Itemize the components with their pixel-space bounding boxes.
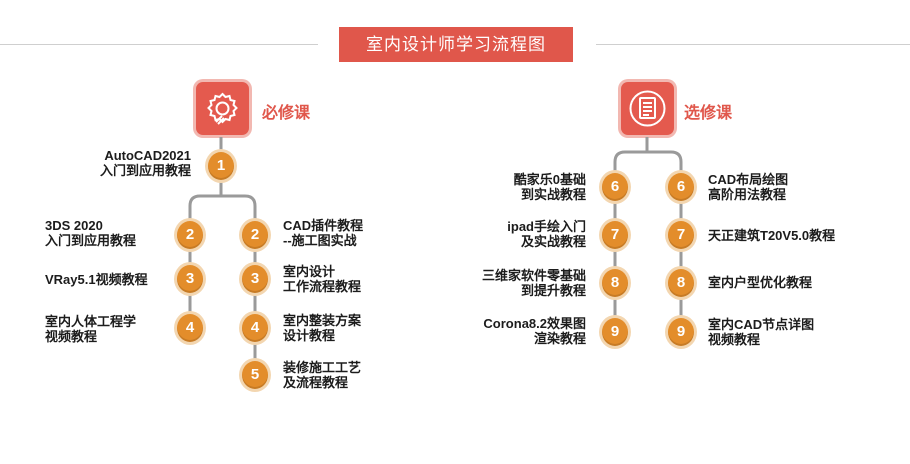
step-node[interactable]: 3 — [242, 265, 268, 293]
step-label-line: VRay5.1视频教程 — [45, 272, 148, 287]
step-label-line: CAD插件教程 — [283, 218, 364, 233]
page-title: 室内设计师学习流程图 — [339, 27, 573, 62]
step-node[interactable]: 9 — [602, 318, 628, 346]
step-label-line: 装修施工工艺 — [283, 360, 362, 375]
step-label[interactable]: VRay5.1视频教程 — [45, 272, 148, 287]
step-label-line: 入门到应用教程 — [45, 233, 137, 248]
step-label-line: 视频教程 — [708, 332, 761, 347]
step-node[interactable]: 2 — [242, 221, 268, 249]
step-label[interactable]: CAD布局绘图 高阶用法教程 — [708, 172, 788, 202]
category-required-label: 必修课 — [262, 105, 311, 122]
step-label[interactable]: ipad手绘入门 及实战教程 — [460, 219, 586, 249]
step-node[interactable]: 5 — [242, 361, 268, 389]
step-label[interactable]: 室内CAD节点详图 视频教程 — [708, 317, 814, 347]
step-label-line: 室内设计 — [283, 264, 336, 279]
step-label[interactable]: 3DS 2020 入门到应用教程 — [45, 218, 136, 248]
step-label[interactable]: 室内人体工程学 视频教程 — [45, 314, 136, 344]
step-label-line: 到实战教程 — [520, 187, 586, 202]
step-label-line: 三维家软件零基础 — [481, 268, 586, 283]
step-label-line: 入门到应用教程 — [99, 163, 191, 178]
step-node[interactable]: 7 — [602, 221, 628, 249]
step-node[interactable]: 6 — [668, 173, 694, 201]
step-node[interactable]: 1 — [208, 152, 234, 180]
step-label[interactable]: CAD插件教程 --施工图实战 — [283, 218, 363, 248]
step-label-line: 室内户型优化教程 — [708, 275, 813, 290]
step-label-line: 高阶用法教程 — [708, 187, 787, 202]
step-node[interactable]: 4 — [177, 314, 203, 342]
step-label-line: 室内人体工程学 — [45, 314, 137, 329]
step-node[interactable]: 8 — [602, 269, 628, 297]
step-label-line: 设计教程 — [283, 328, 336, 343]
step-node[interactable]: 6 — [602, 173, 628, 201]
step-label-line: 3DS 2020 — [45, 218, 103, 233]
step-label-line: 及流程教程 — [283, 375, 349, 390]
step-label-line: 视频教程 — [45, 329, 98, 344]
step-label[interactable]: 室内整装方案 设计教程 — [283, 313, 361, 343]
step-label[interactable]: 天正建筑T20V5.0教程 — [708, 228, 835, 243]
step-label[interactable]: 装修施工工艺 及流程教程 — [283, 360, 361, 390]
step-label[interactable]: 室内设计 工作流程教程 — [283, 264, 361, 294]
step-label-line: 及实战教程 — [520, 234, 586, 249]
gear-brush-icon — [196, 82, 249, 135]
step-label-line: ipad手绘入门 — [507, 219, 586, 234]
step-label[interactable]: 室内户型优化教程 — [708, 275, 812, 290]
step-label[interactable]: 酷家乐0基础 到实战教程 — [460, 172, 586, 202]
step-label-line: 室内CAD节点详图 — [708, 317, 815, 332]
step-node[interactable]: 4 — [242, 314, 268, 342]
step-label-line: 酷家乐0基础 — [513, 172, 586, 187]
step-node[interactable]: 2 — [177, 221, 203, 249]
step-node[interactable]: 9 — [668, 318, 694, 346]
step-label[interactable]: Corona8.2效果图 渲染教程 — [440, 316, 586, 346]
header-rule-right — [596, 44, 910, 45]
step-label-line: CAD布局绘图 — [708, 172, 789, 187]
step-label-line: 室内整装方案 — [283, 313, 362, 328]
step-label[interactable]: AutoCAD2021 入门到应用教程 — [60, 148, 191, 178]
step-node[interactable]: 7 — [668, 221, 694, 249]
document-list-icon — [621, 82, 674, 135]
step-label-line: Corona8.2效果图 — [483, 316, 586, 331]
step-node[interactable]: 3 — [177, 265, 203, 293]
step-label-line: 工作流程教程 — [283, 279, 362, 294]
step-label-line: --施工图实战 — [283, 233, 357, 248]
step-label-line: 渲染教程 — [533, 331, 586, 346]
step-label-line: 天正建筑T20V5.0教程 — [708, 228, 836, 243]
step-label-line: AutoCAD2021 — [104, 148, 191, 163]
category-elective-label: 选修课 — [684, 105, 733, 122]
step-label-line: 到提升教程 — [520, 283, 586, 298]
header-rule-left — [0, 44, 318, 45]
step-label[interactable]: 三维家软件零基础 到提升教程 — [440, 268, 586, 298]
step-node[interactable]: 8 — [668, 269, 694, 297]
